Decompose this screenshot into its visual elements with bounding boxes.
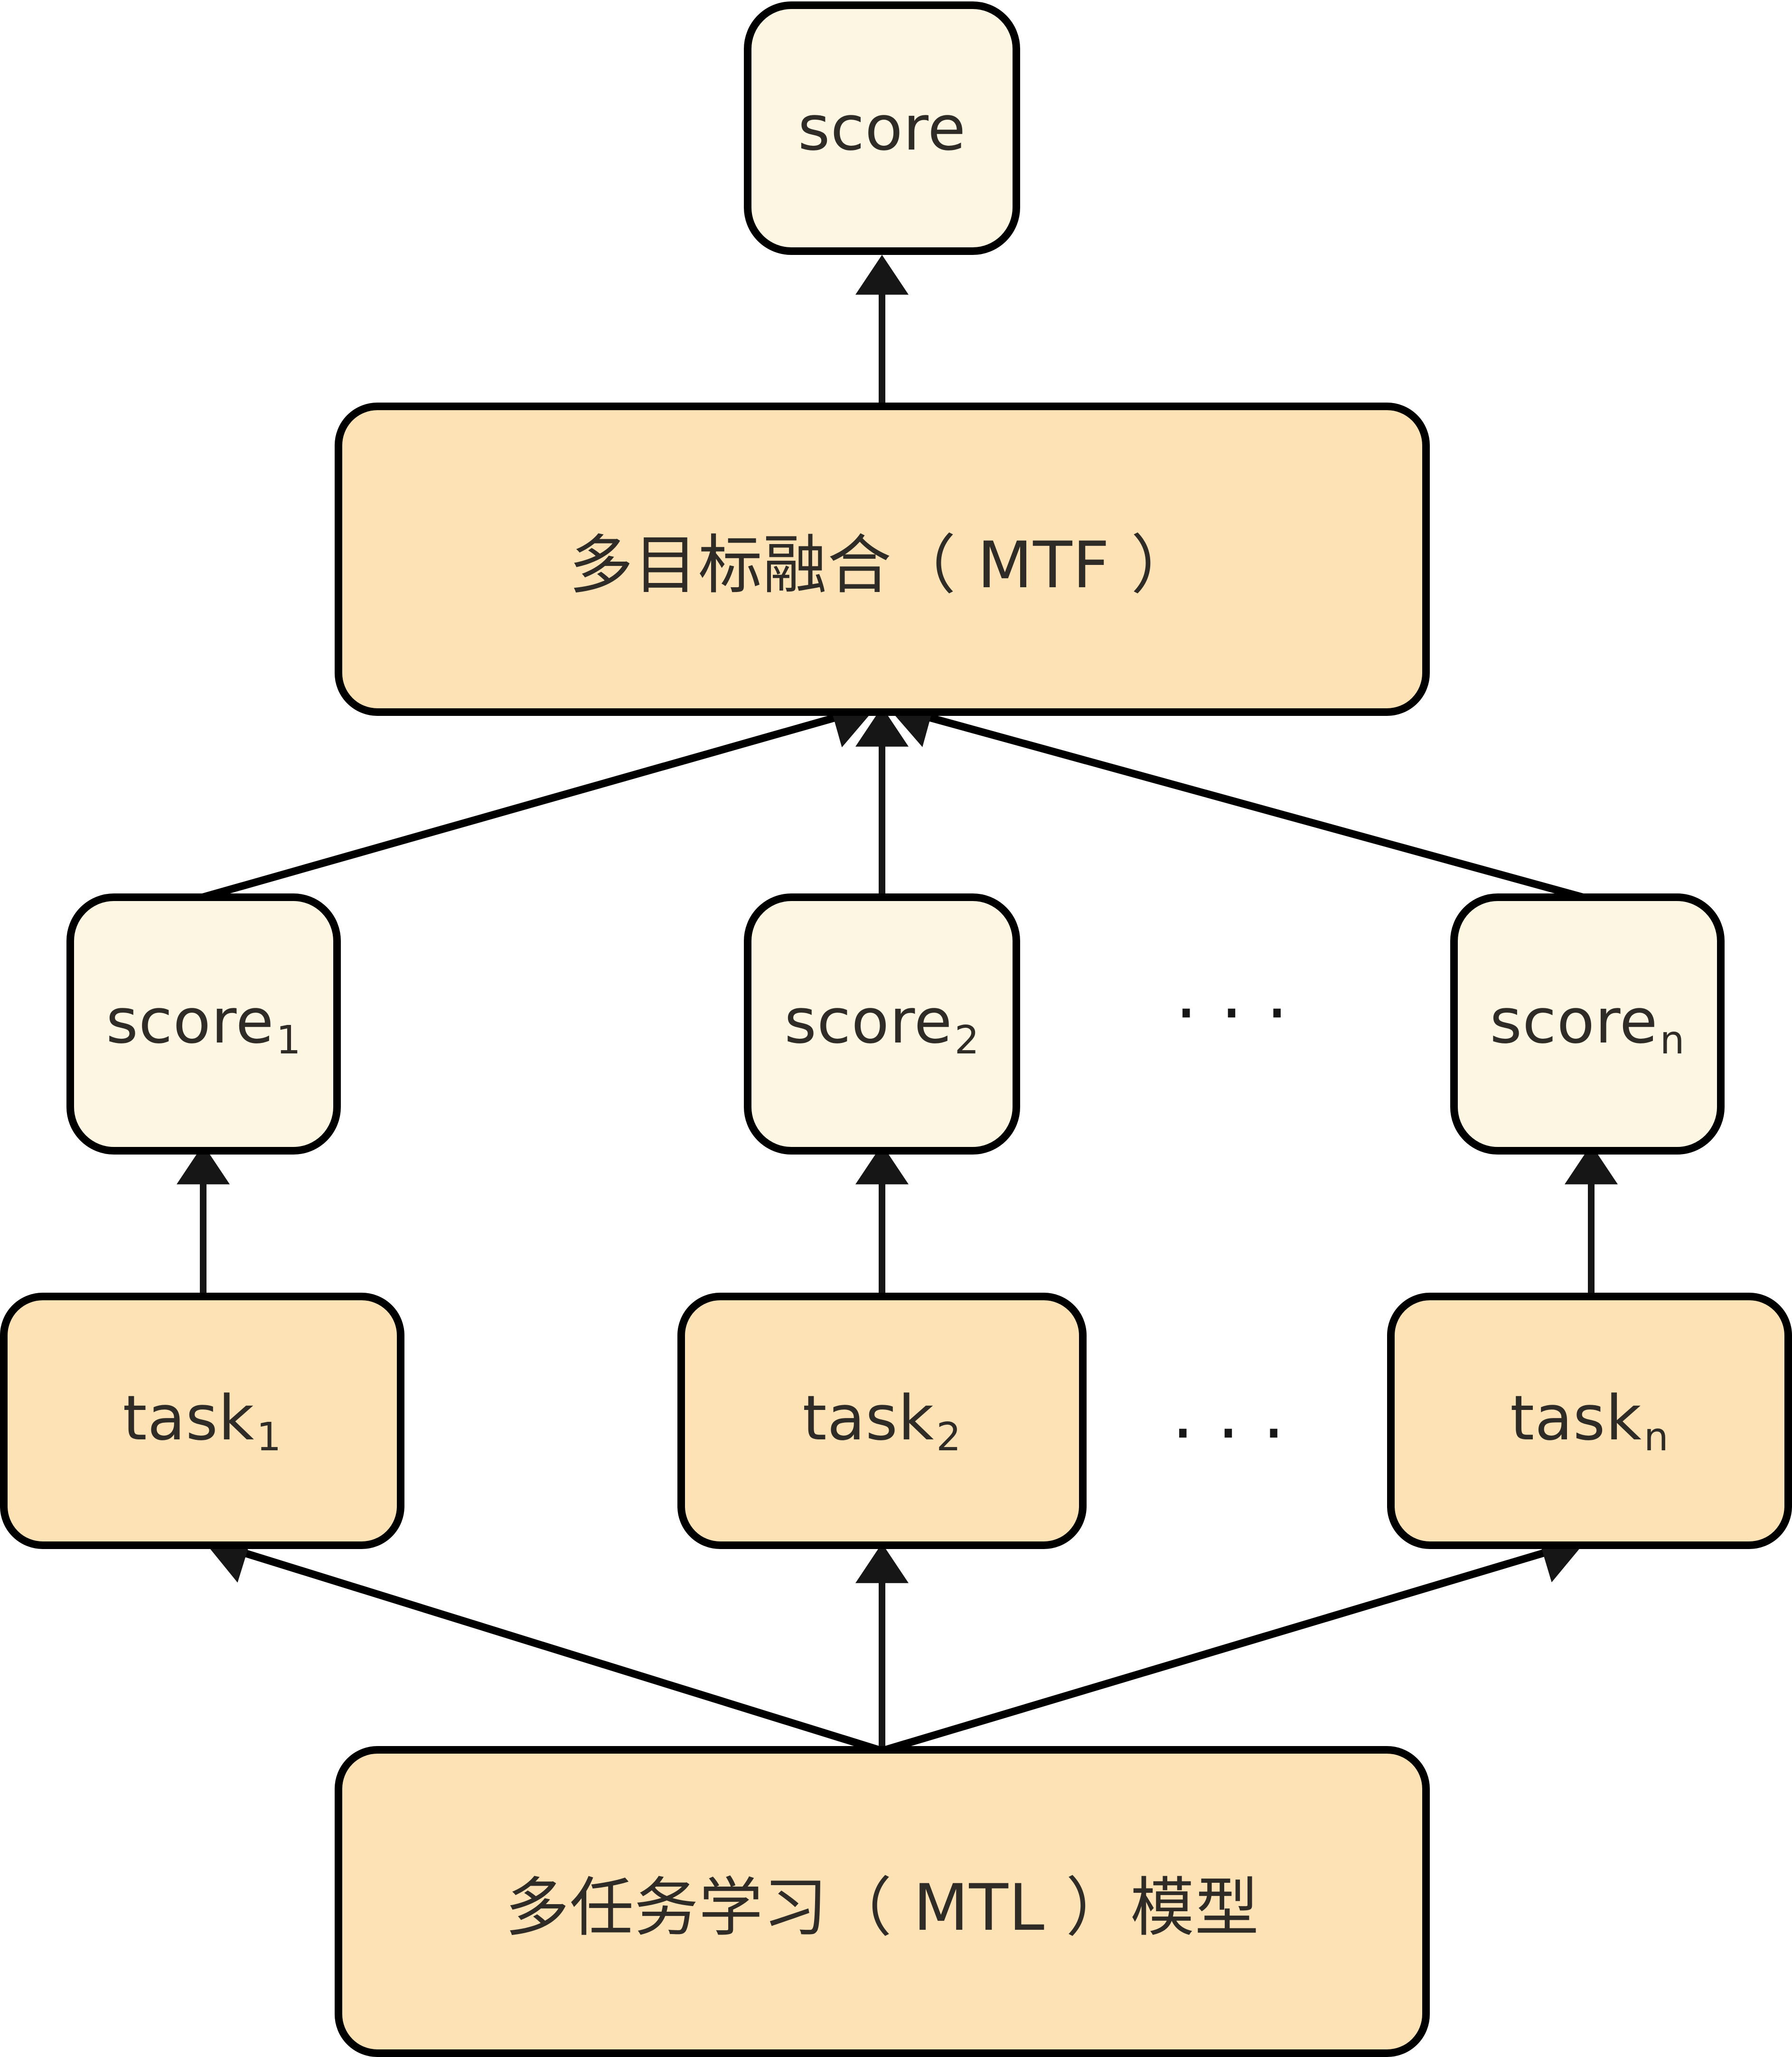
task-node-2: task2 <box>677 1293 1087 1549</box>
task-node-1: task1 <box>0 1293 404 1549</box>
score-label-n: scoren <box>1490 985 1685 1063</box>
score-node-1: score1 <box>66 893 341 1155</box>
task-ellipsis: ··· <box>1172 1392 1308 1475</box>
edge-mtl-to-task1 <box>203 1524 883 1755</box>
mtl-node: 多任务学习（ MTL ）模型 <box>335 1746 1430 2057</box>
score-label-1: score1 <box>106 985 301 1063</box>
score-subscript-2: 2 <box>954 1017 980 1063</box>
task-subscript-2: 2 <box>936 1414 962 1460</box>
mtf-node: 多目标融合（ MTF ） <box>335 403 1430 716</box>
score-label-2: score2 <box>784 985 980 1063</box>
task-label-n: taskn <box>1510 1382 1669 1460</box>
edge-scoren-to-mtf <box>886 688 1588 902</box>
mtl-label: 多任务学习（ MTL ）模型 <box>505 1870 1259 1945</box>
score-ellipsis: ··· <box>1175 972 1312 1055</box>
mtf-label: 多目标融合（ MTF ） <box>569 528 1196 602</box>
edge-mtl-to-taskn <box>881 1524 1587 1755</box>
score-subscript-1: 1 <box>276 1017 301 1063</box>
task-label-2: task2 <box>802 1382 962 1460</box>
final-score-node: score <box>744 1 1020 255</box>
score-node-n: scoren <box>1450 893 1725 1155</box>
task-subscript-n: n <box>1643 1414 1669 1460</box>
task-subscript-1: 1 <box>256 1414 282 1460</box>
task-label-1: task1 <box>122 1382 282 1460</box>
task-node-n: taskn <box>1387 1293 1792 1549</box>
score-subscript-n: n <box>1660 1017 1685 1063</box>
score-node-2: score2 <box>744 893 1020 1155</box>
final-score-label: score <box>797 92 966 164</box>
edge-score1-to-mtf <box>198 689 878 902</box>
